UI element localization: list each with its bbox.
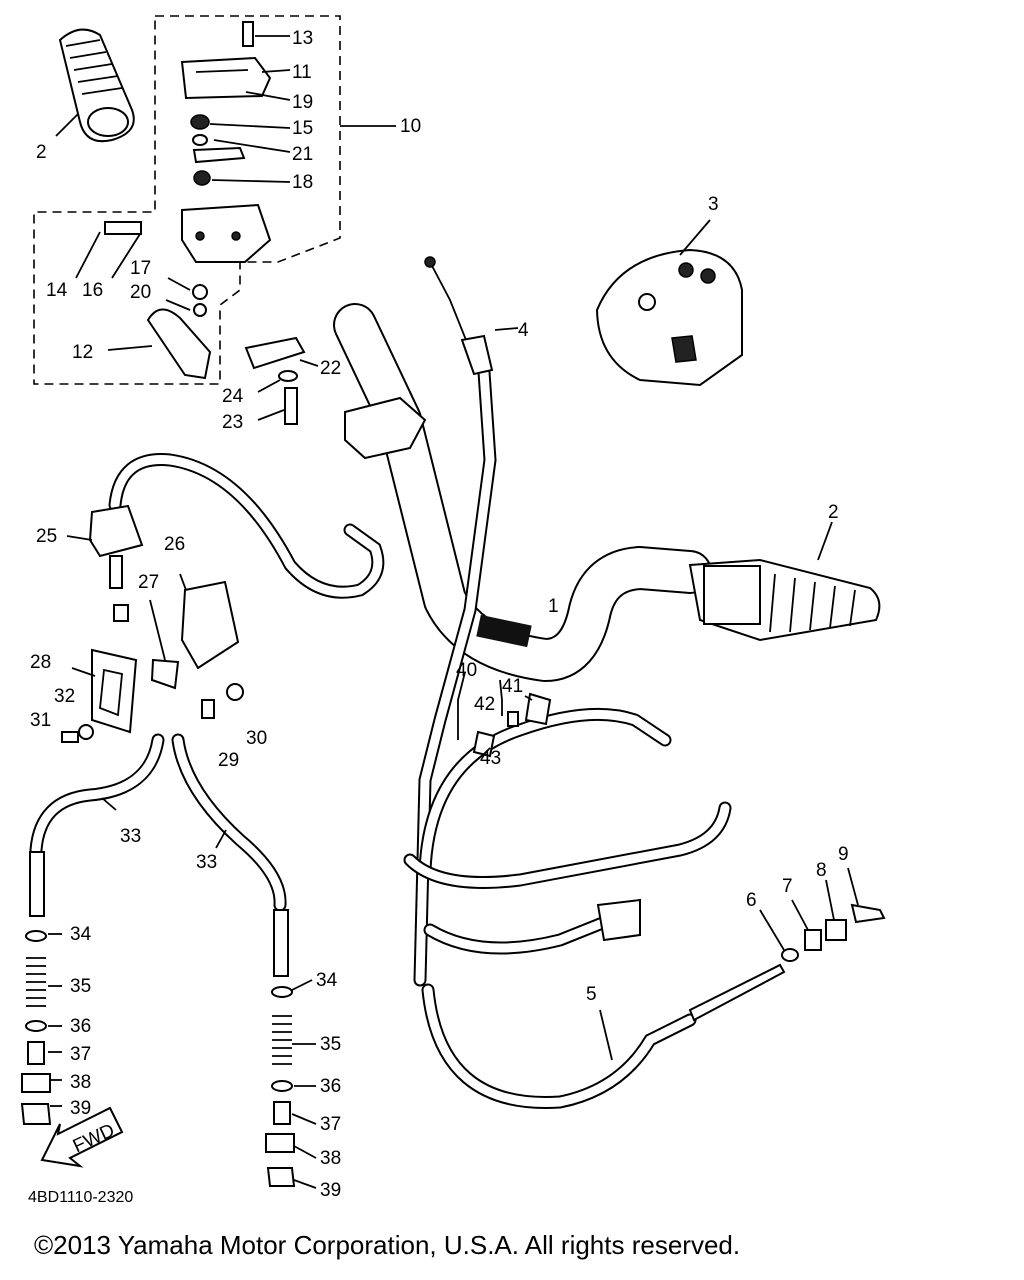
callout-33-right: 33 xyxy=(196,852,217,873)
callout-37-right: 37 xyxy=(320,1114,341,1135)
callout-33-left: 33 xyxy=(120,826,141,847)
clamp-22 xyxy=(244,336,306,425)
callout-42: 42 xyxy=(474,694,495,715)
callout-20: 20 xyxy=(130,282,151,303)
callout-30: 30 xyxy=(246,728,267,749)
callout-13: 13 xyxy=(292,28,313,49)
callout-26: 26 xyxy=(164,534,185,555)
callout-38-left: 38 xyxy=(70,1072,91,1093)
callout-28: 28 xyxy=(30,652,51,673)
throttle-cable-5 xyxy=(421,903,886,1109)
callout-21: 21 xyxy=(292,144,313,165)
callout-3: 3 xyxy=(708,194,719,215)
callout-36-left: 36 xyxy=(70,1016,91,1037)
callout-15: 15 xyxy=(292,118,313,139)
callout-18: 18 xyxy=(292,172,313,193)
callout-12: 12 xyxy=(72,342,93,363)
callout-2-right: 2 xyxy=(828,502,839,523)
callout-36-right: 36 xyxy=(320,1076,341,1097)
right-grip-2 xyxy=(688,558,881,642)
brake-hose-left xyxy=(20,733,165,1125)
callout-35-right: 35 xyxy=(320,1034,341,1055)
brake-hose-right xyxy=(171,733,296,1187)
brake-hose xyxy=(108,453,385,599)
callout-34-right: 34 xyxy=(316,970,338,991)
callout-19: 19 xyxy=(292,92,313,113)
callout-8: 8 xyxy=(816,860,827,881)
callout-6: 6 xyxy=(746,890,757,911)
callout-38-right: 38 xyxy=(320,1148,341,1169)
callout-41: 41 xyxy=(502,676,523,697)
callout-2-left: 2 xyxy=(36,142,47,163)
switch-assembly-10 xyxy=(104,21,272,380)
assembly-10-box xyxy=(33,15,341,385)
callout-35-left: 35 xyxy=(70,976,91,997)
callout-25: 25 xyxy=(36,526,57,547)
reference-code: 4BD1110-2320 xyxy=(28,1189,133,1206)
throttle-housing-3 xyxy=(595,248,743,387)
callout-43: 43 xyxy=(480,748,501,769)
callout-37-left: 37 xyxy=(70,1044,91,1065)
callout-27: 27 xyxy=(138,572,159,593)
cable-4 xyxy=(413,256,497,987)
callout-32: 32 xyxy=(54,686,75,707)
left-grip-2 xyxy=(58,28,135,143)
leader-lines xyxy=(48,35,859,1189)
callout-40: 40 xyxy=(456,660,477,681)
callout-9: 9 xyxy=(838,844,849,865)
callout-labels: 13 11 19 15 10 21 18 2 3 17 14 16 20 4 1… xyxy=(30,28,849,1201)
callout-23: 23 xyxy=(222,412,243,433)
callout-16: 16 xyxy=(82,280,103,301)
callout-31: 31 xyxy=(30,710,51,731)
callout-4: 4 xyxy=(518,320,529,341)
callout-34-left: 34 xyxy=(70,924,92,945)
callout-22: 22 xyxy=(320,358,341,379)
callout-39-left: 39 xyxy=(70,1098,91,1119)
copyright-notice: ©2013 Yamaha Motor Corporation, U.S.A. A… xyxy=(34,1230,741,1260)
callout-39-right: 39 xyxy=(320,1180,341,1201)
callout-29: 29 xyxy=(218,750,239,771)
callout-14: 14 xyxy=(46,280,68,301)
callout-7: 7 xyxy=(782,876,793,897)
callout-11: 11 xyxy=(292,62,312,83)
handlebar-parts-diagram: FWD 13 11 19 15 10 21 18 2 3 17 14 16 20… xyxy=(20,15,886,1206)
callout-5: 5 xyxy=(586,984,597,1005)
master-cylinder-25 xyxy=(61,504,244,743)
switch-harness xyxy=(403,692,732,955)
callout-17: 17 xyxy=(130,258,151,279)
callout-24: 24 xyxy=(222,386,244,407)
callout-10: 10 xyxy=(400,116,421,137)
callout-1: 1 xyxy=(548,596,559,617)
